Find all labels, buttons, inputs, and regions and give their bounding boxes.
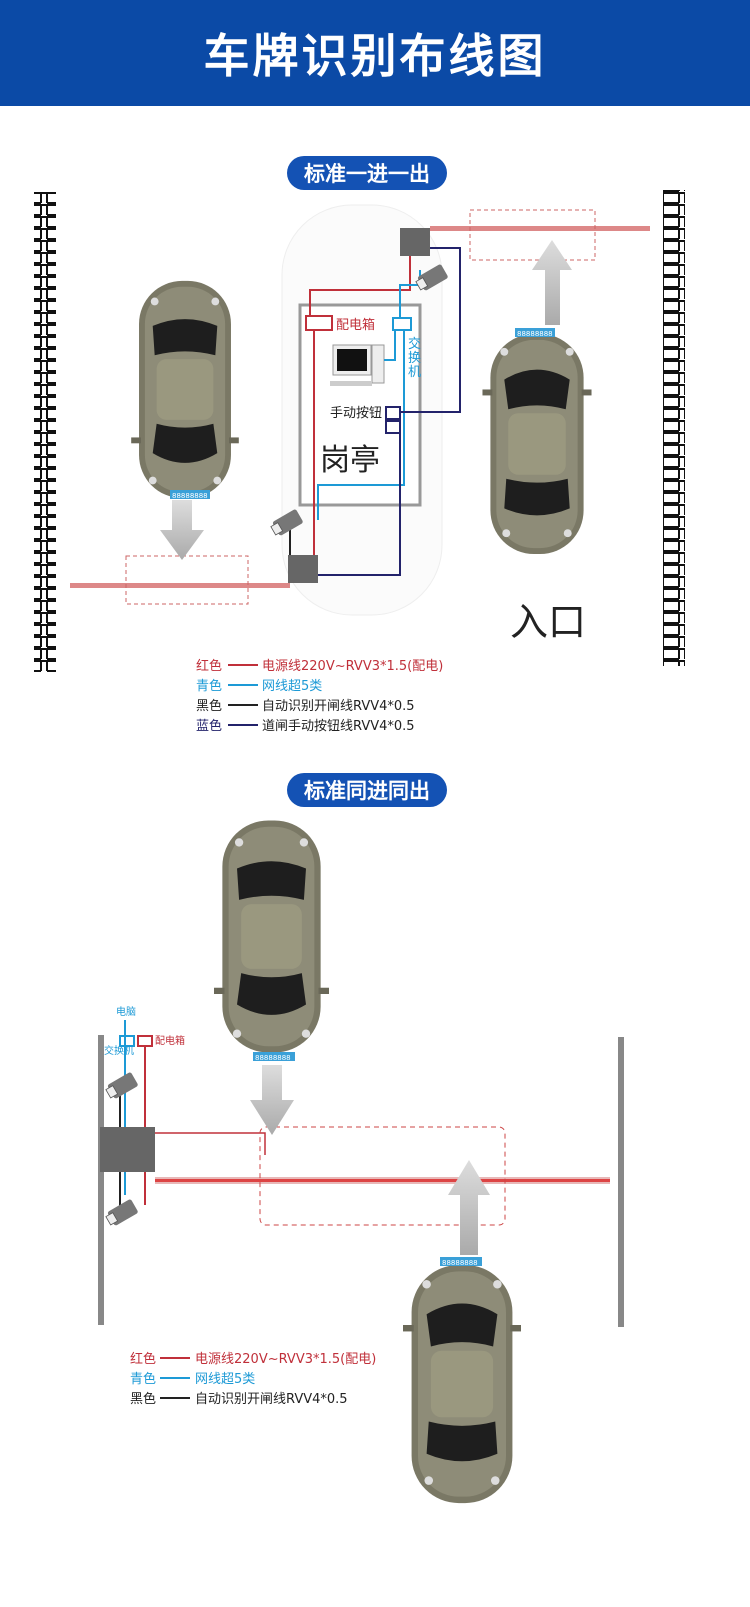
plate: 88888888	[255, 1054, 291, 1062]
svg-text:黑色: 黑色	[130, 1391, 156, 1407]
entrance-label: 入口	[510, 600, 586, 644]
distribution-box-label: 配电箱	[336, 317, 375, 333]
distribution-box-label: 配电箱	[155, 1034, 185, 1047]
computer-label: 电脑	[116, 1005, 136, 1018]
manual-button-label: 手动按钮	[330, 406, 382, 421]
svg-text:自动识别开闸线RVV4*0.5: 自动识别开闸线RVV4*0.5	[262, 699, 415, 714]
switch-char-3: 机	[408, 365, 421, 380]
svg-text:青色: 青色	[196, 678, 222, 694]
legend: 红色 电源线220V~RVV3*1.5(配电) 青色 网线超5类 黑色 自动识别…	[130, 1351, 376, 1407]
plate: 88888888	[442, 1259, 478, 1267]
single-lane-diagram: 岗亭 配电箱 交 换 机 手动按钮 88888888 88888888 入口 红…	[34, 190, 685, 734]
camera-icon	[105, 1198, 140, 1227]
arrow-up-icon	[532, 240, 572, 325]
computer-icon	[330, 344, 385, 386]
section2-title-pill: 标准同进同出	[287, 773, 447, 807]
svg-text:红色: 红色	[130, 1351, 156, 1367]
svg-text:黑色: 黑色	[196, 698, 222, 714]
arrow-up-icon	[448, 1160, 490, 1255]
svg-text:电源线220V~RVV3*1.5(配电): 电源线220V~RVV3*1.5(配电)	[262, 659, 443, 674]
svg-text:网线超5类: 网线超5类	[262, 679, 322, 694]
svg-text:网线超5类: 网线超5类	[195, 1372, 255, 1387]
arrow-down-icon	[160, 500, 204, 560]
svg-text:自动识别开闸线RVV4*0.5: 自动识别开闸线RVV4*0.5	[195, 1392, 348, 1407]
arrow-down-icon	[250, 1065, 294, 1135]
switch-char-1: 交	[408, 336, 421, 352]
car-entry	[482, 333, 592, 555]
switch-label: 交换机	[104, 1044, 134, 1057]
car-exit	[131, 280, 239, 499]
left-wall	[34, 192, 56, 672]
barrier-gate-exit	[400, 228, 430, 256]
distribution-box	[305, 315, 333, 331]
booth-label: 岗亭	[320, 443, 380, 478]
svg-text:电源线220V~RVV3*1.5(配电): 电源线220V~RVV3*1.5(配电)	[195, 1352, 376, 1367]
svg-text:道闸手动按钮线RVV4*0.5: 道闸手动按钮线RVV4*0.5	[262, 719, 415, 734]
car-exit	[214, 820, 329, 1053]
car-entry	[403, 1264, 521, 1504]
barrier-gate	[100, 1127, 155, 1172]
double-lane-diagram: 电脑 交换机 配电箱 88888888 88888888 红色 电源线220V~…	[98, 820, 624, 1504]
left-pole	[98, 1035, 104, 1325]
camera-icon	[105, 1071, 140, 1100]
plate: 88888888	[517, 330, 553, 338]
header-banner: 车牌识别布线图	[0, 0, 750, 106]
switch	[392, 317, 412, 331]
svg-text:蓝色: 蓝色	[196, 718, 222, 734]
svg-text:青色: 青色	[130, 1371, 156, 1387]
plate: 88888888	[172, 492, 208, 500]
svg-text:红色: 红色	[196, 658, 222, 674]
barrier-gate-entry	[288, 555, 318, 583]
right-wall	[663, 190, 685, 666]
right-pole	[618, 1037, 624, 1327]
switch-char-2: 换	[408, 351, 421, 366]
legend: 红色 电源线220V~RVV3*1.5(配电) 青色 网线超5类 黑色 自动识别…	[196, 658, 443, 734]
page-title: 车牌识别布线图	[203, 29, 547, 83]
section1-title-pill: 标准一进一出	[287, 156, 447, 190]
